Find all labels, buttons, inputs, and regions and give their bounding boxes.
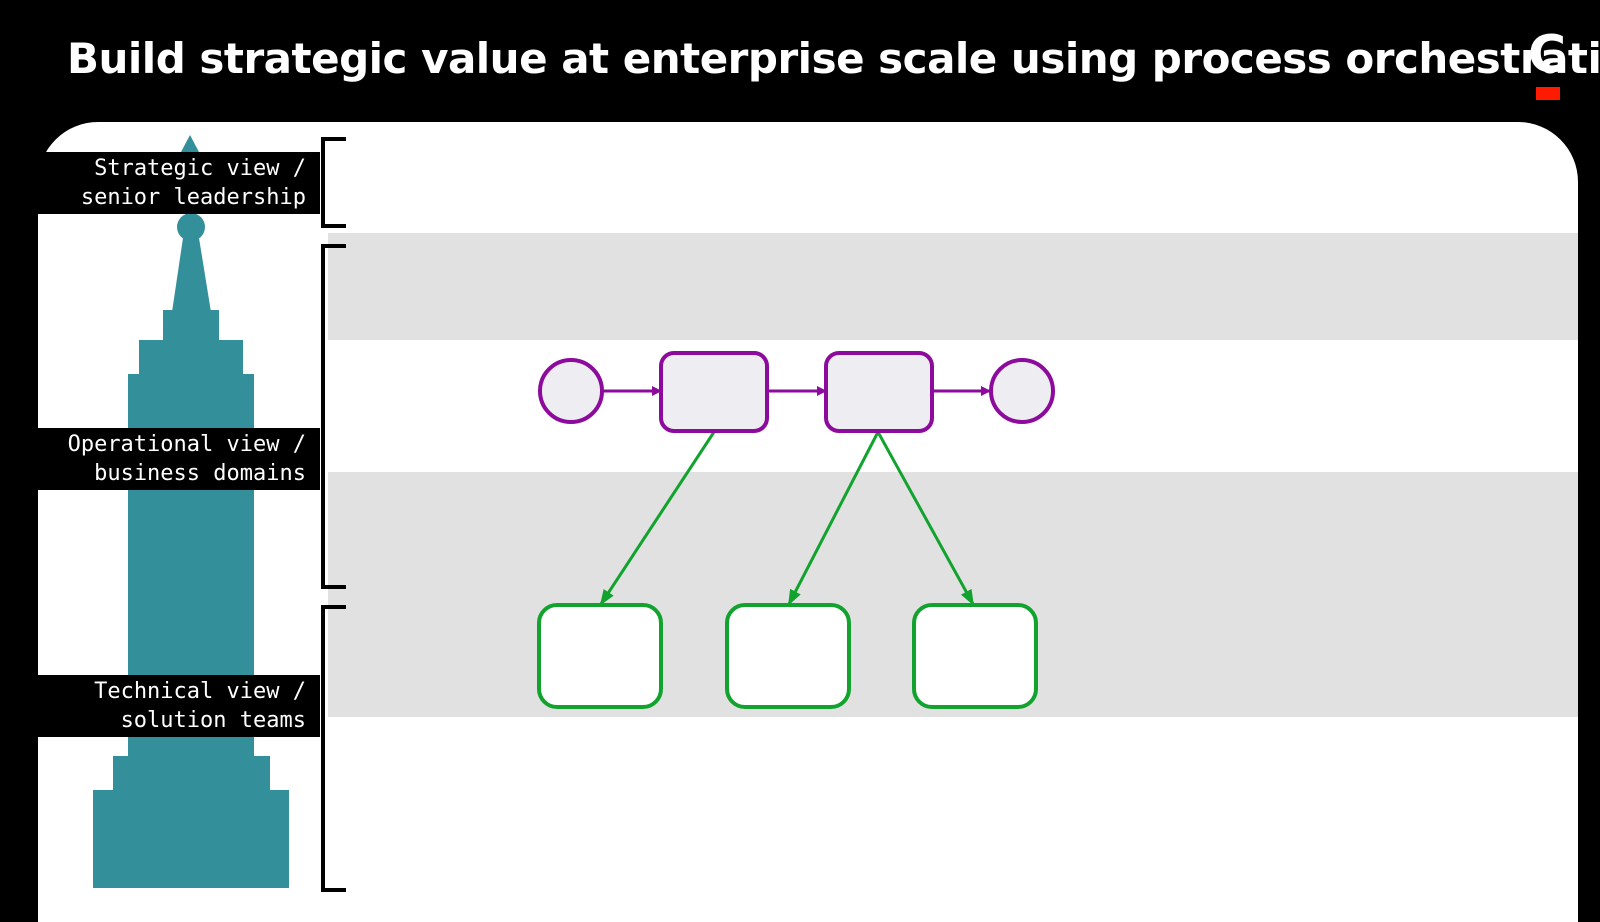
technical-bracket bbox=[321, 605, 346, 892]
tower-ball bbox=[177, 213, 205, 241]
logo-letter: C bbox=[1528, 25, 1567, 85]
process-task-1 bbox=[659, 351, 769, 433]
link-task2-to-technical3 bbox=[876, 431, 975, 606]
end-event bbox=[989, 358, 1055, 424]
logo-accent-bar bbox=[1536, 87, 1560, 100]
technical-task-2 bbox=[725, 603, 851, 709]
technical-task-3 bbox=[912, 603, 1038, 709]
operational-bracket bbox=[321, 244, 346, 589]
tower-spire bbox=[181, 135, 199, 152]
strategic-view-label: Strategic view / senior leadership bbox=[38, 152, 320, 214]
link-task2-to-technical2 bbox=[787, 431, 880, 606]
link-task1-to-technical1 bbox=[599, 431, 716, 606]
process-task-2 bbox=[824, 351, 934, 433]
operational-view-label: Operational view / business domains bbox=[38, 428, 320, 490]
brand-logo: C bbox=[1528, 25, 1567, 102]
operational-band bbox=[328, 233, 1578, 340]
page-title: Build strategic value at enterprise scal… bbox=[67, 34, 1600, 83]
tower-needle bbox=[172, 238, 211, 312]
technical-task-1 bbox=[537, 603, 663, 709]
technical-view-label: Technical view / solution teams bbox=[38, 675, 320, 737]
strategic-bracket bbox=[321, 137, 346, 228]
orchestration-diagram bbox=[321, 137, 1055, 892]
start-event bbox=[538, 358, 604, 424]
